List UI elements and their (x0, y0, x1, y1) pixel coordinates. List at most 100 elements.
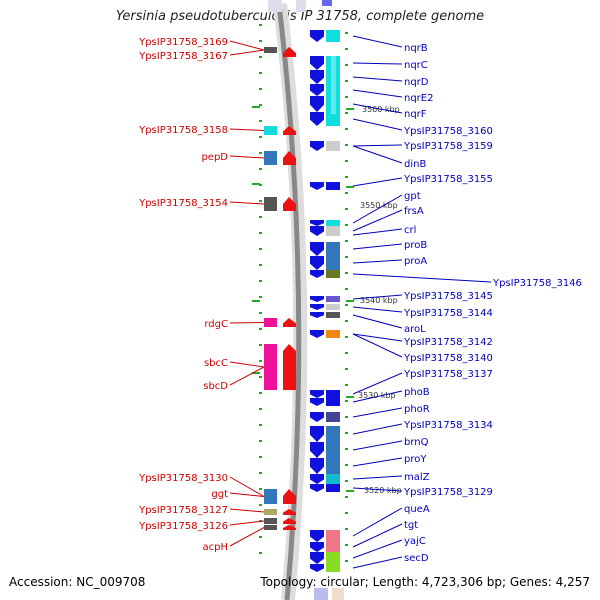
right-gene-arrow (310, 30, 324, 42)
left-gene-leader (229, 40, 265, 51)
tick-dot-left (259, 424, 262, 426)
right-gene-arrow (310, 398, 324, 406)
right-gene-label: nqrD (404, 77, 429, 88)
tick-dot-left (259, 408, 262, 410)
right-gene-arrow (310, 242, 324, 256)
left-gene-arrow (283, 525, 296, 530)
right-gene-arrow (310, 474, 324, 484)
right-gene-leader (352, 306, 403, 313)
left-gene-arrow (283, 518, 296, 524)
left-gene-box (264, 126, 277, 135)
tick-dot-left (259, 232, 262, 234)
left-gene-arrow (283, 47, 296, 57)
left-gene-arrow (283, 151, 296, 165)
tick-dot-left (259, 552, 262, 554)
tick-dot-right (345, 400, 348, 402)
right-gene-label: proB (404, 240, 427, 251)
right-gene-arrow (310, 412, 324, 422)
right-gene-label: aroL (404, 324, 426, 335)
right-gene-label: YpsIP31758_3134 (403, 420, 493, 431)
left-gene-box (264, 518, 277, 524)
left-gene-leader (229, 492, 265, 497)
tick-dot-right (345, 544, 348, 546)
right-gene-arrow (310, 226, 324, 236)
right-gene-box (326, 220, 340, 226)
right-gene-label: YpsIP31758_3146 (492, 278, 582, 289)
right-gene-arrow (310, 484, 324, 492)
right-gene-label: phoR (404, 404, 430, 415)
tick-dot-left (259, 392, 262, 394)
right-gene-label: yajC (404, 536, 426, 547)
right-gene-leader (352, 523, 403, 548)
right-gene-leader (352, 76, 403, 82)
right-gene-label: dinB (404, 159, 426, 170)
right-gene-arrow (310, 530, 324, 542)
right-gene-box (326, 458, 340, 474)
tick-dot-left (259, 376, 262, 378)
tick-dot-right (345, 368, 348, 370)
right-gene-label: proY (404, 454, 427, 465)
left-gene-box (264, 344, 277, 390)
right-gene-label: secD (404, 553, 429, 564)
left-gene-leader (229, 476, 265, 497)
tick-major-left (252, 300, 260, 302)
tick-dot-right (345, 496, 348, 498)
tick-dot-left (259, 248, 262, 250)
faded-gene-box (322, 0, 332, 6)
right-gene-box (326, 542, 340, 552)
right-gene-arrow (310, 442, 324, 458)
right-gene-label: nqrF (404, 109, 427, 120)
right-gene-arrow (310, 270, 324, 278)
right-gene-box (326, 304, 340, 310)
right-gene-label: crl (404, 225, 416, 236)
right-gene-leader (352, 372, 403, 395)
tick-dot-left (259, 488, 262, 490)
tick-dot-left (259, 40, 262, 42)
left-gene-label: YpsIP31758_3130 (138, 473, 228, 484)
tick-dot-right (345, 160, 348, 162)
right-gene-leader (352, 556, 403, 569)
tick-dot-right (345, 256, 348, 258)
right-gene-leader (352, 177, 403, 187)
tick-dot-left (259, 216, 262, 218)
left-gene-box (264, 525, 277, 530)
tick-dot-right (345, 32, 348, 34)
right-gene-leader (352, 440, 403, 451)
tick-dot-left (259, 440, 262, 442)
right-gene-box (326, 112, 340, 126)
right-gene-label: YpsIP31758_3142 (403, 337, 493, 348)
right-gene-leader (352, 475, 403, 480)
right-gene-box (326, 564, 340, 572)
right-gene-leader (352, 507, 403, 537)
right-gene-arrow (310, 220, 324, 226)
tick-dot-right (345, 352, 348, 354)
right-gene-arrow (310, 182, 324, 190)
right-gene-box (326, 474, 340, 484)
tick-major-right (346, 108, 354, 110)
tick-dot-right (345, 64, 348, 66)
right-gene-label: nqrB (404, 43, 428, 54)
right-gene-leader (352, 243, 403, 250)
left-gene-leader (229, 49, 265, 56)
tick-dot-right (345, 240, 348, 242)
faded-gene-box (268, 0, 282, 12)
right-gene-arrow (310, 96, 324, 112)
right-gene-label: frsA (404, 206, 424, 217)
left-gene-leader (229, 155, 265, 159)
right-gene-label: nqrC (404, 60, 428, 71)
right-gene-box (326, 426, 340, 442)
right-gene-box (326, 312, 340, 318)
tick-dot-left (259, 200, 262, 202)
tick-dot-right (345, 320, 348, 322)
tick-dot-right (345, 48, 348, 50)
left-gene-label: YpsIP31758_3126 (138, 521, 228, 532)
right-gene-leader (352, 487, 403, 492)
left-gene-leader (229, 201, 265, 205)
right-gene-leader (352, 390, 403, 403)
right-gene-leader (352, 118, 403, 131)
right-gene-arrow (310, 330, 324, 338)
right-gene-leader (352, 62, 403, 65)
tick-dot-left (259, 168, 262, 170)
right-gene-arrow (310, 426, 324, 442)
